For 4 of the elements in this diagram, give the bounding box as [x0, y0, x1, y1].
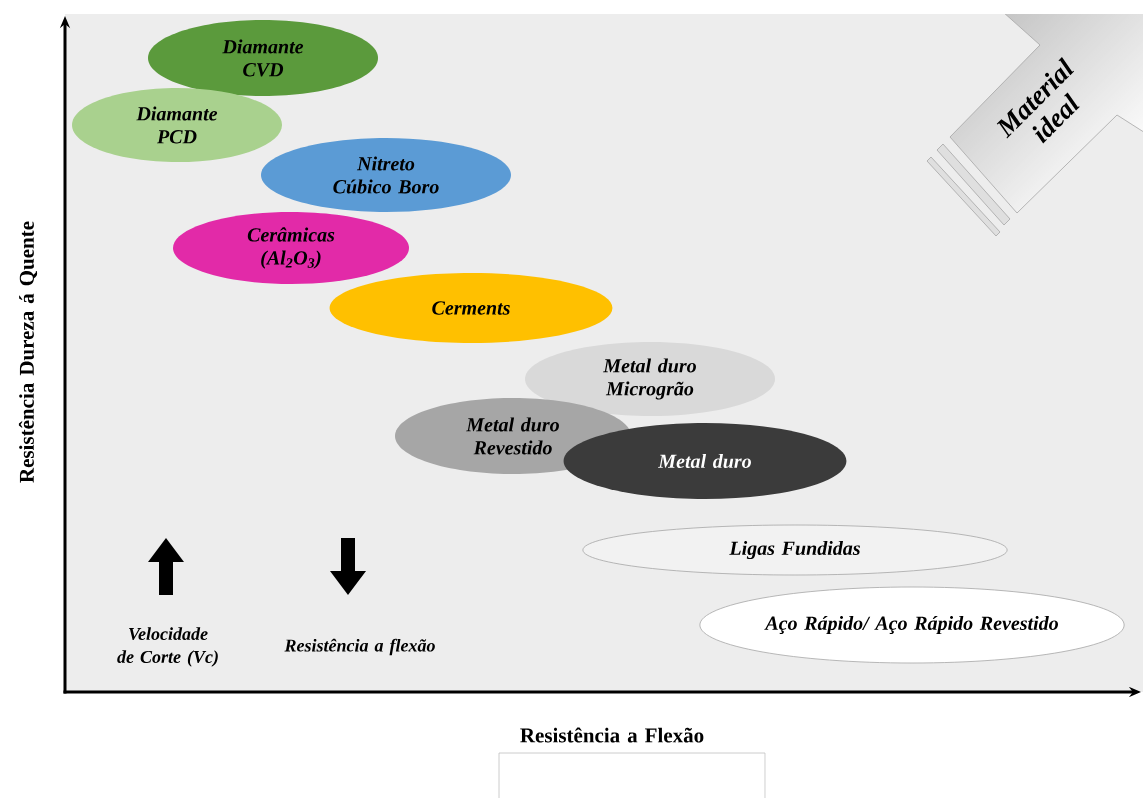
- direction-label: Velocidade de Corte (Vc): [117, 627, 218, 667]
- axis-title: Resistência Dureza á Quente: [18, 221, 38, 483]
- axis-title: Resistência a Flexão: [520, 727, 704, 743]
- direction-label: Resistência a flexão: [284, 638, 435, 656]
